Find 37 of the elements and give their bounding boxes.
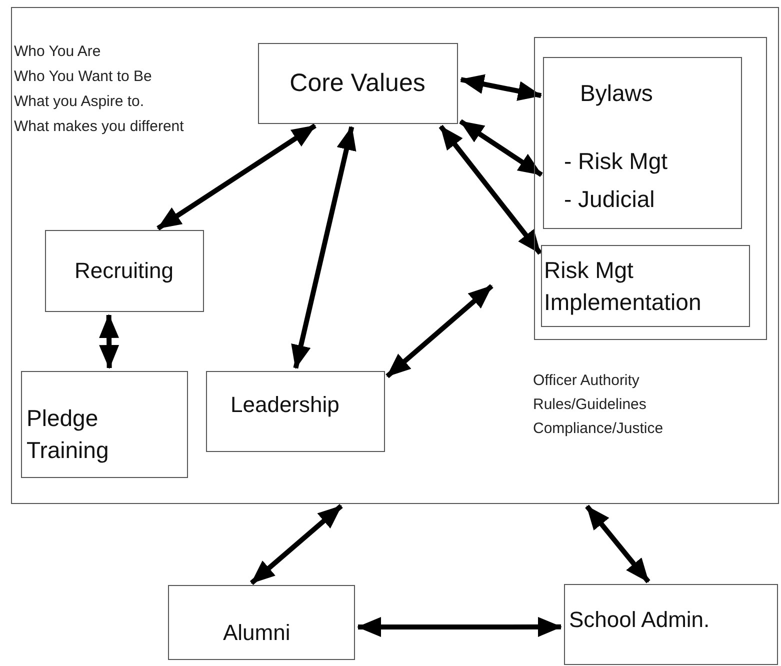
- double-arrow: [357, 616, 562, 637]
- note-text: Rules/Guidelines: [533, 396, 646, 414]
- node-label: Alumni: [223, 620, 290, 646]
- node-label: - Judicial: [564, 186, 655, 213]
- node-label: - Risk Mgt: [564, 148, 668, 175]
- node-label: Bylaws: [580, 80, 653, 107]
- double-arrow: [585, 504, 650, 584]
- text-box: [44, 230, 204, 312]
- note-text: Compliance/Justice: [533, 420, 664, 438]
- double-arrow: [460, 74, 542, 101]
- node-label: Leadership: [230, 392, 340, 418]
- node-label: Pledge Training: [26, 404, 110, 465]
- text-box: [258, 42, 458, 124]
- group-frame: [534, 36, 766, 340]
- double-arrow: [438, 124, 542, 255]
- text-box: [168, 585, 355, 660]
- node-label: Risk Mgt Implementation: [544, 256, 702, 318]
- double-arrow: [250, 504, 343, 585]
- text-box: [543, 57, 742, 229]
- note-text: Officer Authority: [533, 372, 640, 390]
- node-label: Recruiting: [74, 258, 174, 284]
- node-label: Core Values: [290, 68, 426, 98]
- note-text: What makes you different: [14, 118, 184, 136]
- text-box: [206, 370, 384, 452]
- note-text: Who You Want to Be: [14, 68, 152, 86]
- double-arrow: [386, 284, 494, 378]
- text-box: [20, 370, 188, 478]
- note-text: What you Aspire to.: [14, 93, 144, 111]
- double-arrow: [99, 314, 120, 369]
- text-box: [564, 584, 778, 665]
- double-arrow: [459, 119, 543, 177]
- text-box: [541, 245, 750, 327]
- note-text: Who You Are: [14, 43, 101, 61]
- node-label: School Admin.: [569, 607, 710, 633]
- group-frame: [11, 7, 779, 504]
- double-arrow: [156, 124, 316, 230]
- double-arrow: [291, 126, 356, 370]
